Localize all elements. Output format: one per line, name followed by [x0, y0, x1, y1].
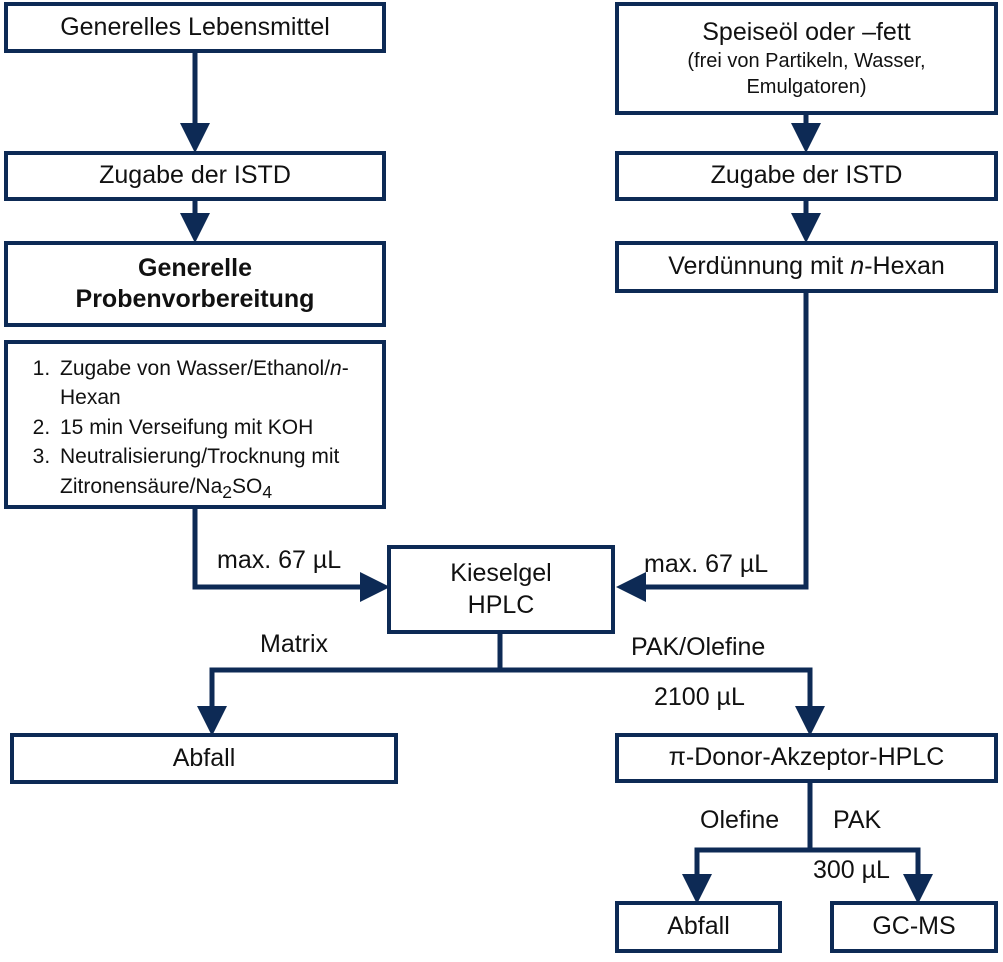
label-pi-hplc: π-Donor-Akzeptor-HPLC	[668, 743, 945, 772]
box-speiseoel: Speiseöl oder –fett (frei von Partikeln,…	[615, 2, 998, 115]
label-kieselgel: Kieselgel	[450, 559, 552, 588]
label-hplc: HPLC	[467, 590, 535, 619]
box-istd-left: Zugabe der ISTD	[4, 151, 386, 201]
box-gc-ms: GC-MS	[830, 901, 998, 953]
label-abfall-2: Abfall	[667, 912, 730, 941]
label-abfall: Abfall	[172, 743, 236, 772]
label-volume-300: 300 µL	[813, 856, 890, 884]
prep-step-3: Neutralisierung/Trocknung mit Zitronensä…	[56, 442, 372, 504]
box-generelle-probenvorbereitung: Generelle Probenvorbereitung	[4, 241, 386, 327]
label-prep-line2: Probenvorbereitung	[75, 285, 315, 313]
label-pak-olefine: PAK/Olefine	[631, 633, 766, 661]
box-pi-donor-akzeptor-hplc: π-Donor-Akzeptor-HPLC	[615, 733, 998, 783]
prep-step-1: Zugabe von Wasser/Ethanol/n-Hexan	[56, 354, 372, 413]
arrow-steps-to-kieselgel	[192, 509, 390, 602]
arrow-pi-hplc-to-abfall2	[682, 783, 813, 904]
label-gc-ms: GC-MS	[872, 912, 956, 941]
box-abfall: Abfall	[10, 733, 398, 784]
label-olefine: Olefine	[700, 806, 780, 834]
arrow-kieselgel-to-abfall	[197, 634, 503, 736]
arrow-dilution-to-kieselgel	[616, 293, 809, 602]
label-pak: PAK	[833, 806, 882, 834]
label-volume-right: max. 67 µL	[644, 550, 769, 578]
label-istd-left: Zugabe der ISTD	[99, 161, 291, 190]
box-istd-right: Zugabe der ISTD	[615, 151, 998, 201]
label-volume-left: max. 67 µL	[217, 546, 342, 574]
prep-steps-list: Zugabe von Wasser/Ethanol/n-Hexan 15 min…	[18, 354, 372, 504]
label-istd-right: Zugabe der ISTD	[710, 161, 903, 190]
box-prep-steps: Zugabe von Wasser/Ethanol/n-Hexan 15 min…	[4, 340, 386, 509]
label-verduennung: Verdünnung mit n-Hexan	[668, 252, 945, 281]
label-speiseoel-note: (frei von Partikeln, Wasser, Emulgatoren…	[687, 50, 926, 99]
prep-step-2: 15 min Verseifung mit KOH	[56, 413, 372, 442]
label-volume-2100: 2100 µL	[654, 683, 745, 711]
arrow-kieselgel-to-pi-hplc	[500, 667, 825, 736]
box-kieselgel-hplc: Kieselgel HPLC	[387, 545, 615, 634]
arrow-pi-hplc-to-gcms	[810, 847, 933, 904]
label-speiseoel: Speiseöl oder –fett	[702, 17, 911, 46]
box-abfall-2: Abfall	[615, 901, 782, 953]
label-generelles-lebensmittel: Generelles Lebensmittel	[60, 12, 330, 41]
label-prep-line1: Generelle	[138, 253, 252, 282]
box-verduennung: Verdünnung mit n-Hexan	[615, 241, 998, 293]
label-matrix: Matrix	[260, 630, 329, 658]
box-generelles-lebensmittel: Generelles Lebensmittel	[4, 2, 386, 53]
